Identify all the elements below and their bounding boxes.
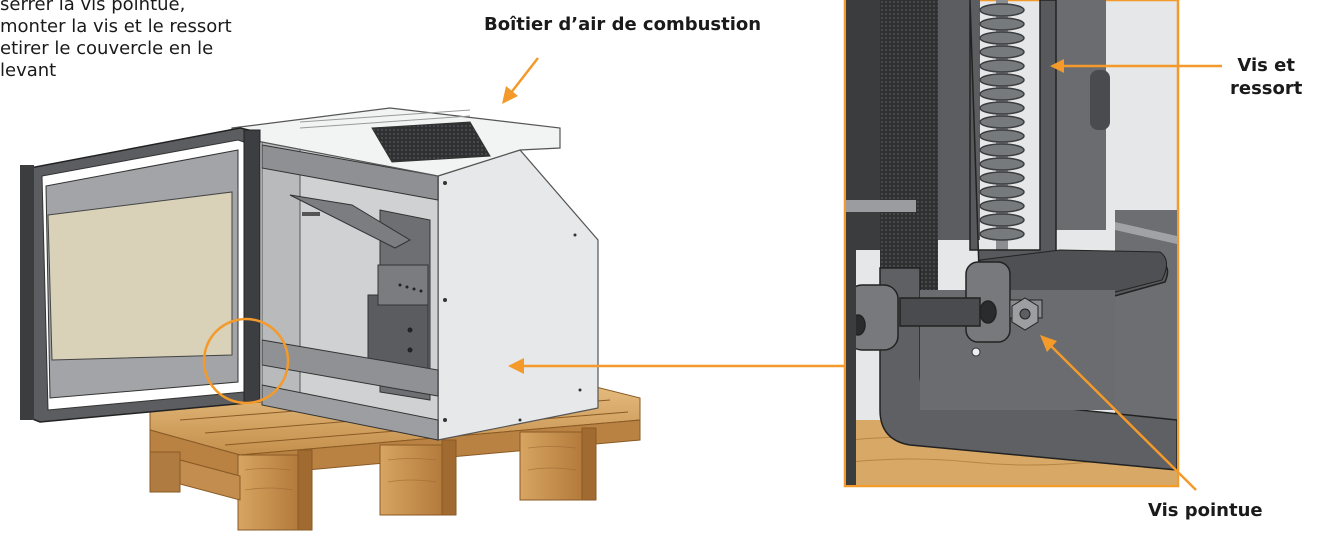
screw-spring-label-line2: ressort [1230, 78, 1303, 99]
screw-spring-label-line1: Vis et [1237, 55, 1295, 76]
stove-body [231, 107, 599, 441]
pointed-screw-label: Vis pointue [1148, 500, 1263, 521]
instruction-text: serrer la vis pointue, monter la vis et … [0, 0, 280, 82]
instruction-line: monter la vis et le ressort [0, 16, 232, 37]
hinge-highlight-circle [202, 317, 290, 405]
combustion-box-label: Boîtier d’air de combustion [484, 14, 762, 35]
screw-spring-label: Vis et ressort [1230, 54, 1302, 100]
instruction-line: etirer le couvercle en le [0, 38, 214, 59]
instruction-line: levant [0, 60, 57, 81]
detail-panel [843, 0, 1180, 488]
callout-arrows [502, 57, 1222, 491]
open-door [20, 127, 261, 423]
pointed-screw [1009, 297, 1043, 331]
instruction-line: serrer la vis pointue, [0, 0, 186, 15]
